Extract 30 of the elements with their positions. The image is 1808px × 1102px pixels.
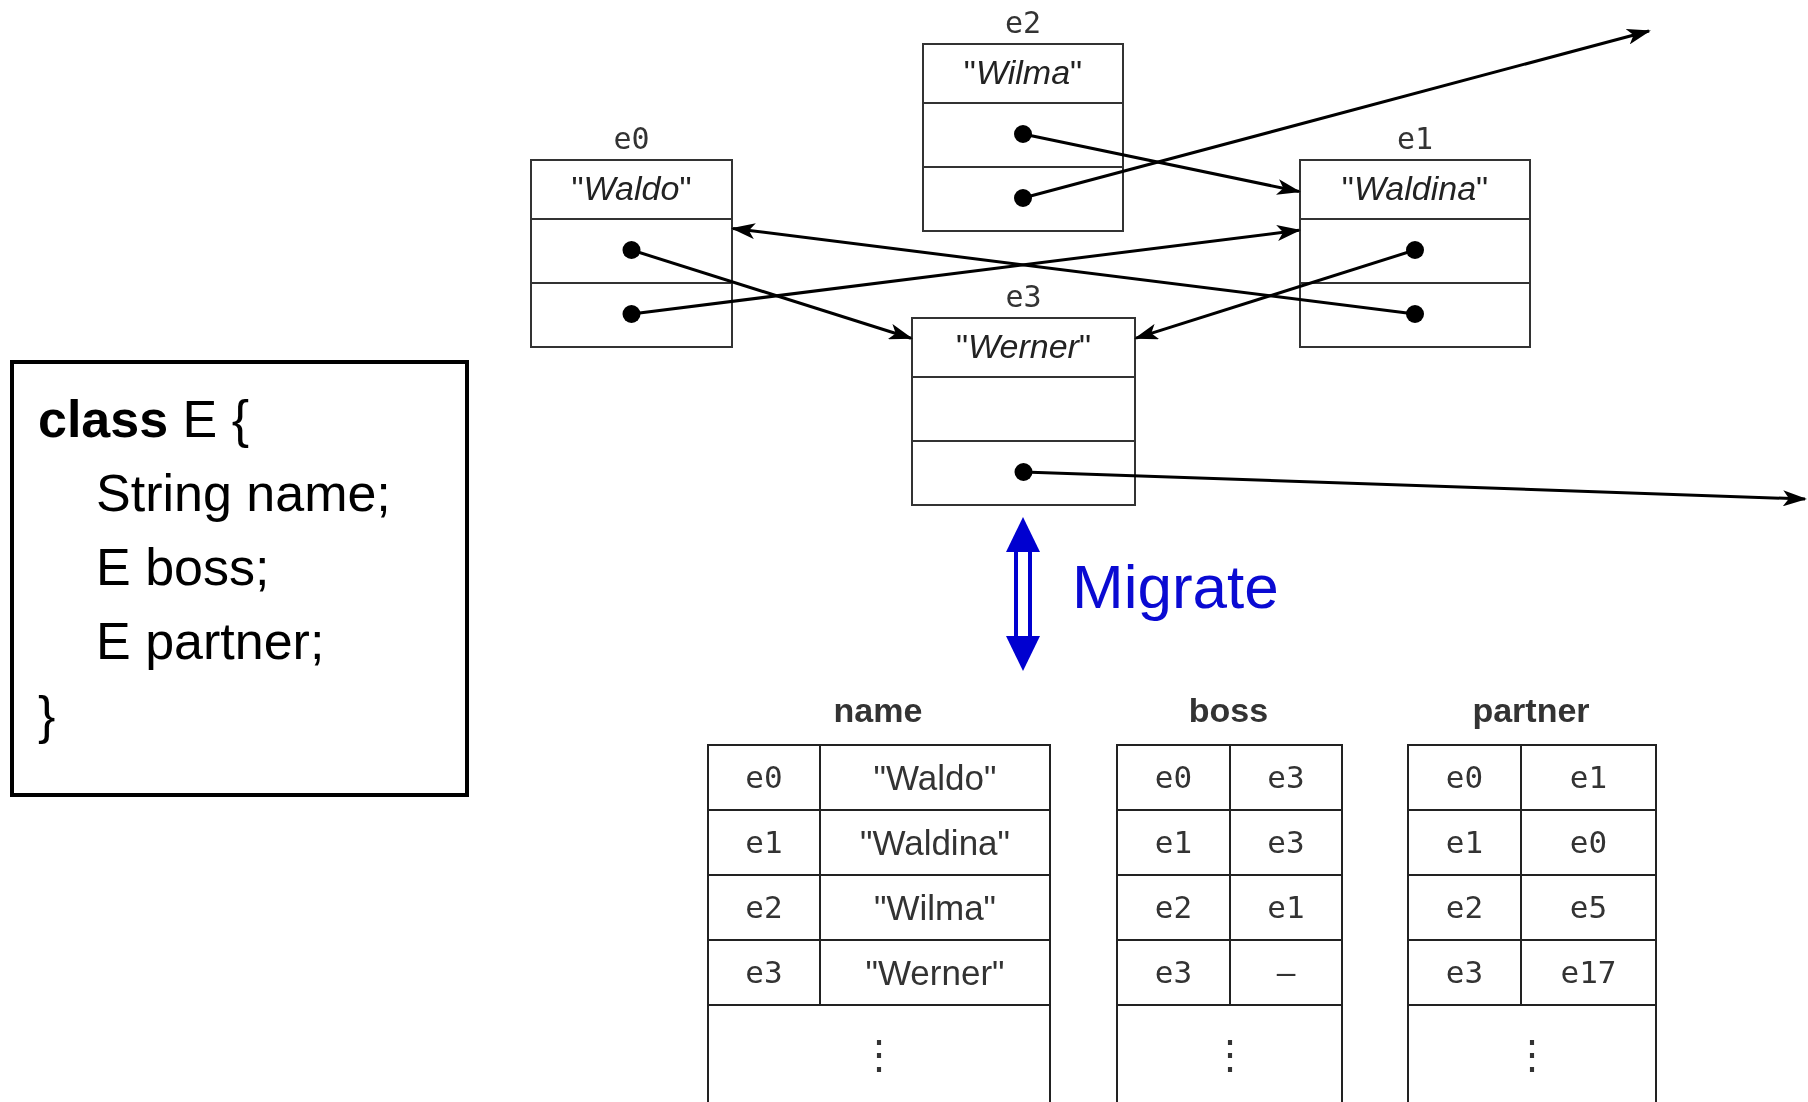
object-label: e3: [1004, 278, 1043, 316]
column-header: name: [832, 690, 924, 731]
code-line: E partner;: [95, 611, 326, 672]
table-cell: e0: [1407, 744, 1522, 811]
column-header: boss: [1187, 690, 1270, 731]
table-cell: e3: [1229, 744, 1343, 811]
code-line: class E {: [38, 389, 251, 450]
table-cell: "Waldo": [819, 744, 1051, 811]
table-cell: ⋮: [1116, 1004, 1343, 1102]
object-label: e0: [612, 120, 651, 158]
object-label: e2: [1003, 4, 1043, 42]
table-cell: e1: [1520, 744, 1657, 811]
migrate-label: Migrate: [1072, 552, 1279, 622]
pointer-arrow: [622, 225, 1301, 323]
code-line: String name;: [95, 463, 392, 524]
pointer-arrow: [1014, 463, 1807, 507]
code-line: }: [38, 685, 57, 746]
pointer-arrow: [1134, 241, 1424, 340]
pointer-arrow: [731, 223, 1424, 323]
table-cell: e0: [707, 744, 821, 811]
table-cell: e0: [1116, 744, 1231, 811]
table-cell: ⋮: [1407, 1004, 1657, 1102]
column-header: partner: [1471, 690, 1591, 731]
table-cell: ⋮: [707, 1004, 1051, 1102]
pointer-arrow: [1014, 28, 1651, 207]
code-line: E boss;: [95, 537, 271, 598]
pointer-arrow: [1014, 125, 1301, 195]
code-box: [10, 360, 469, 797]
object-label: e1: [1395, 120, 1435, 158]
pointer-arrow: [622, 241, 913, 340]
